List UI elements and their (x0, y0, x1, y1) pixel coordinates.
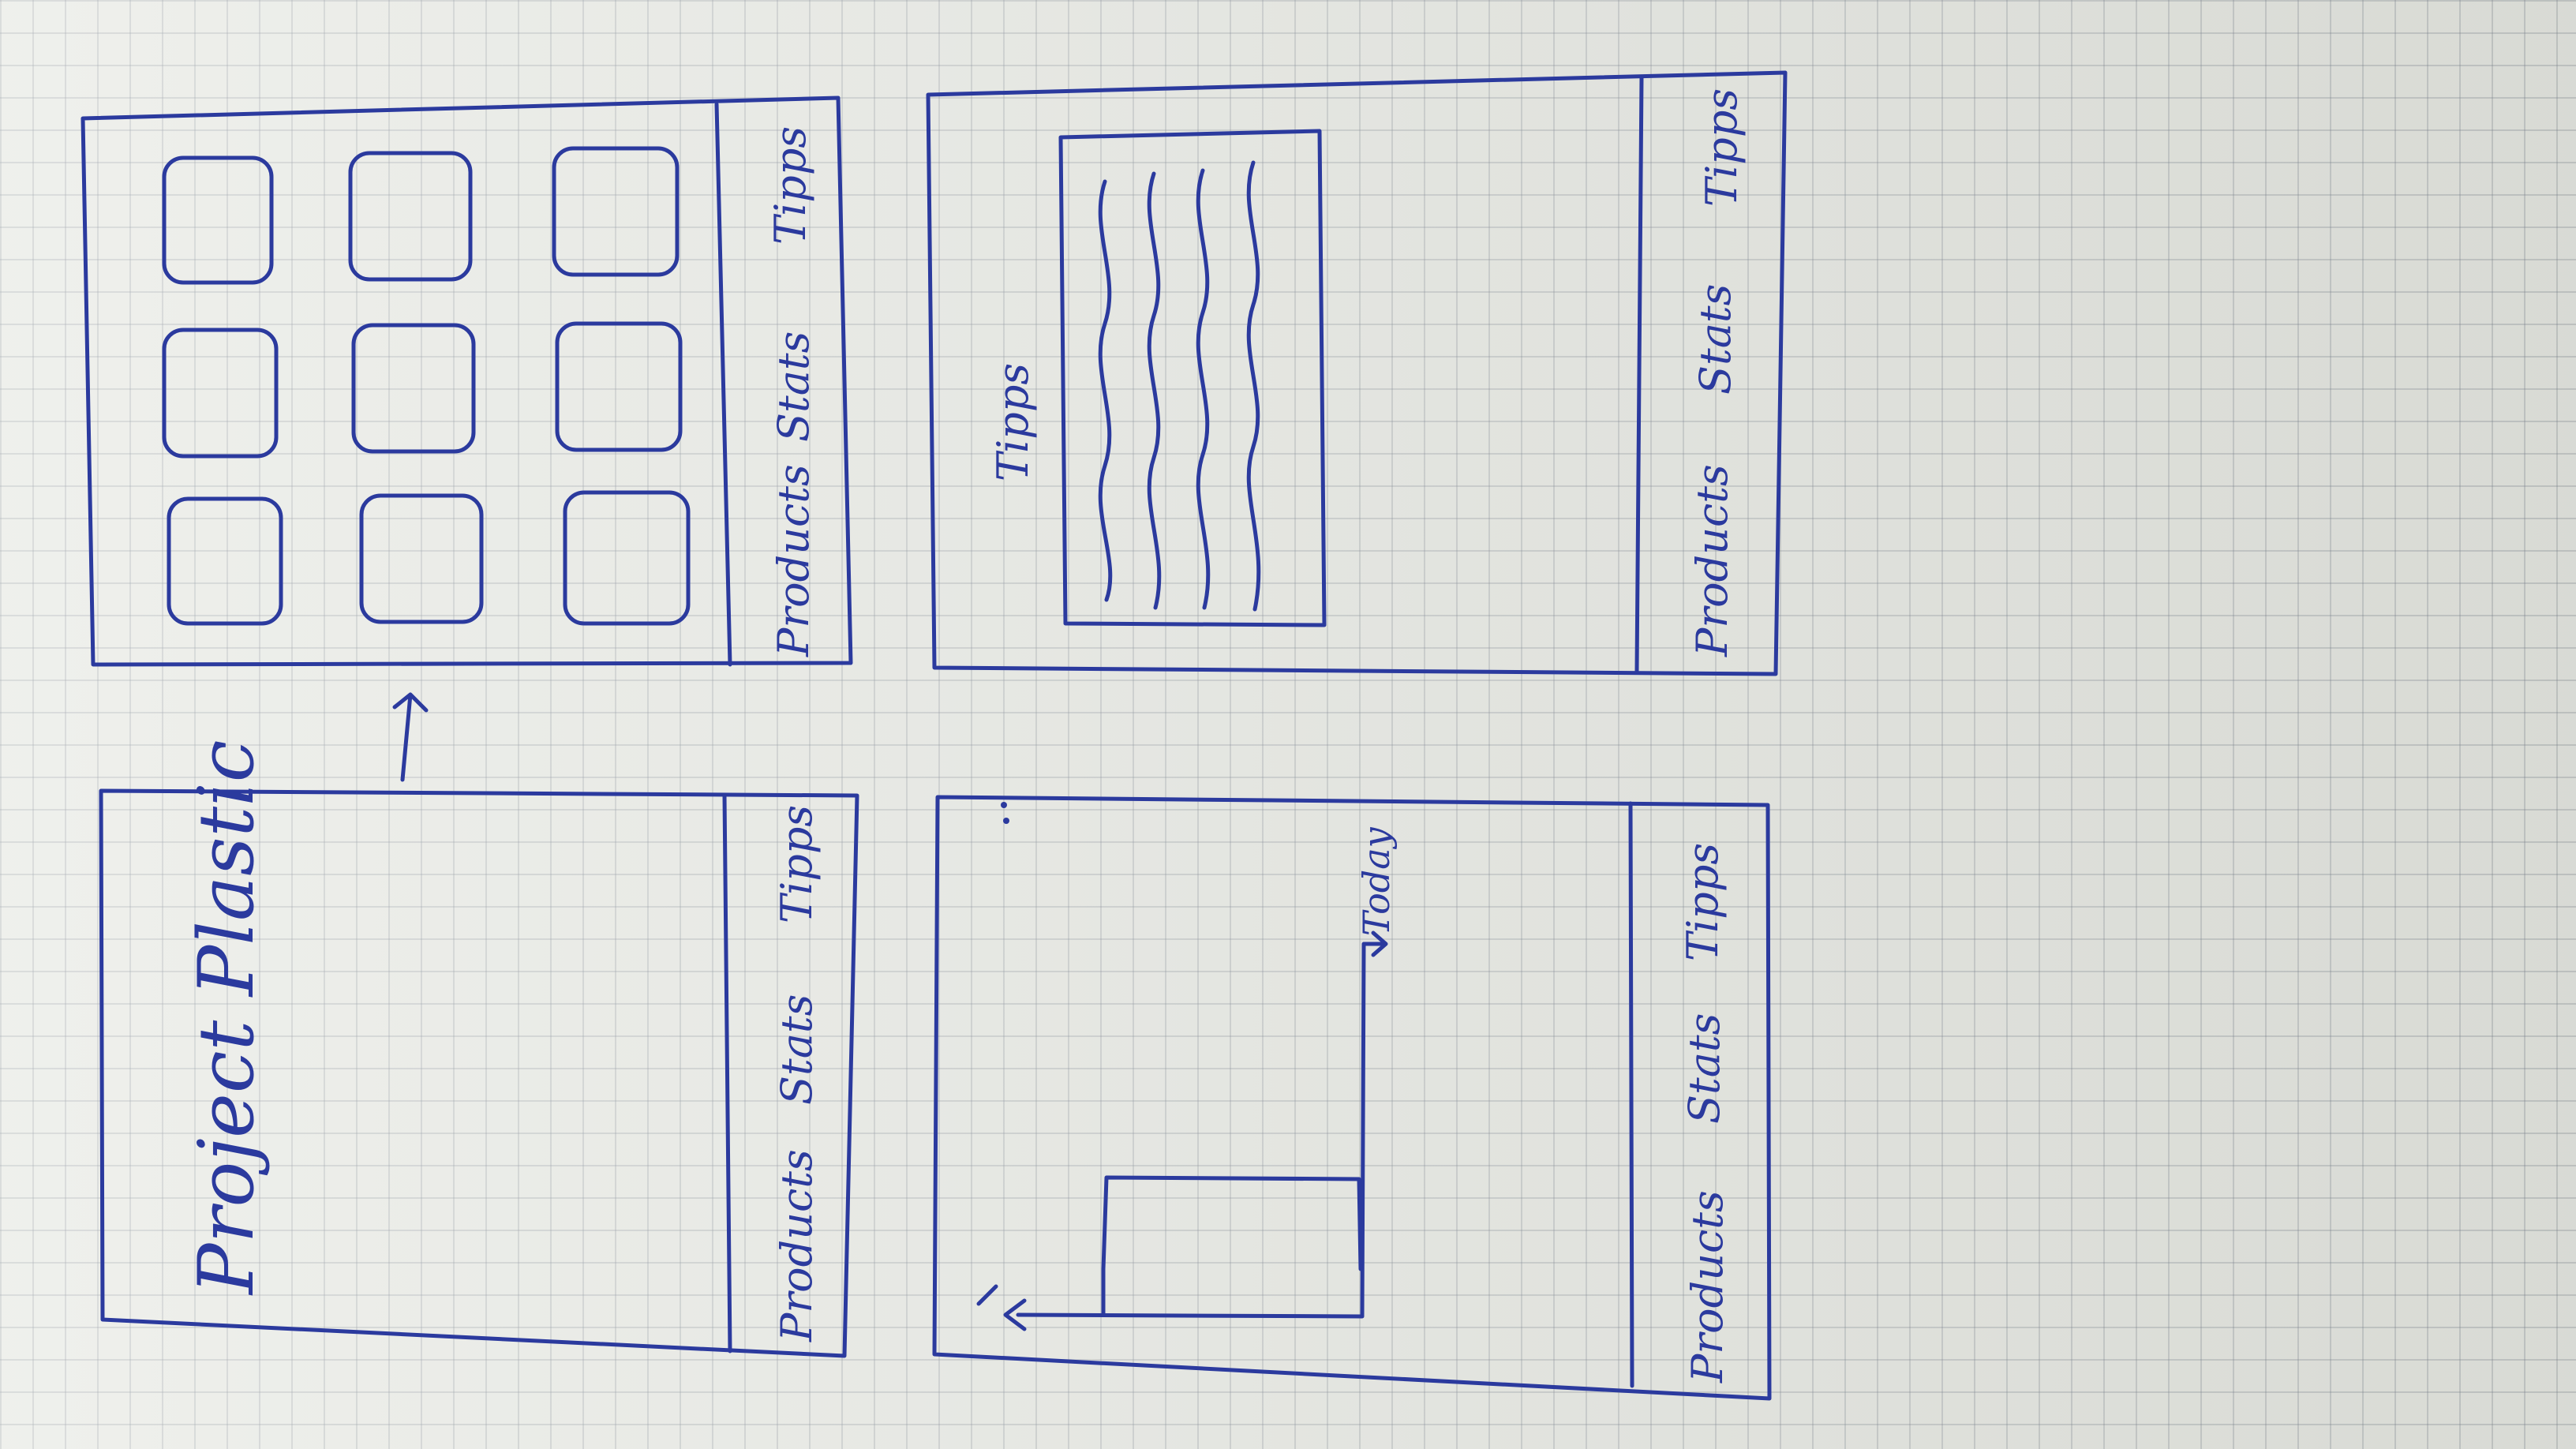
screen-home-nav-divider (722, 793, 732, 1354)
text-line (1147, 171, 1162, 610)
more-icon[interactable] (1001, 802, 1007, 808)
screen-tips: Tipps Products Stats Tipps (926, 70, 1788, 676)
text-line (1196, 168, 1211, 610)
screen-home: Project Plastic Products Stats Tipps (99, 739, 859, 1358)
nav-stats[interactable]: Stats (1679, 1013, 1729, 1124)
product-tile[interactable] (563, 490, 691, 626)
nav-tipps[interactable]: Tipps (772, 805, 822, 923)
screen-stats-nav-divider (1628, 801, 1634, 1388)
tips-card-frame (1058, 129, 1327, 627)
text-line (1098, 179, 1113, 602)
screen-stats-nav: Products Stats Tipps (1678, 843, 1732, 1383)
screen-home-nav: Products Stats Tipps (772, 805, 822, 1342)
nav-products[interactable]: Products (769, 464, 818, 657)
screen-stats-frame (932, 795, 1772, 1401)
nav-stats[interactable]: Stats (769, 331, 818, 442)
axis-arrow-icon (1371, 930, 1388, 957)
product-tile[interactable] (162, 328, 279, 459)
nav-products[interactable]: Products (1687, 464, 1737, 657)
screen-products: Products Stats Tipps (80, 95, 853, 667)
product-tile[interactable] (162, 155, 274, 285)
product-tile[interactable] (348, 151, 473, 282)
nav-tipps[interactable]: Tipps (1678, 843, 1728, 961)
product-tile[interactable] (555, 321, 683, 452)
axis-tick (976, 1284, 998, 1306)
more-icon[interactable] (1003, 818, 1009, 824)
axis-arrow-icon (1003, 1298, 1027, 1331)
screen-home-frame (99, 788, 859, 1358)
nav-stats[interactable]: Stats (772, 994, 822, 1105)
product-grid (162, 146, 691, 626)
screen-products-nav-divider (714, 102, 732, 667)
tips-card (1058, 129, 1327, 627)
screen-stats: Today Products Stats Tipps (932, 795, 1772, 1401)
text-line (1246, 160, 1261, 612)
stats-chart: Today (976, 826, 1398, 1331)
chart-axis-label: Today (1355, 826, 1398, 936)
screen-tips-nav-divider (1634, 75, 1644, 673)
product-tile[interactable] (167, 496, 283, 626)
product-tile[interactable] (359, 493, 484, 624)
nav-tipps[interactable]: Tipps (1697, 88, 1747, 207)
page-title: Project Plastic (182, 739, 271, 1296)
tips-title: Tipps (988, 363, 1038, 481)
screen-tips-nav: Products Stats Tipps (1687, 88, 1747, 657)
nav-products[interactable]: Products (1683, 1190, 1732, 1383)
nav-tipps[interactable]: Tipps (766, 126, 815, 245)
screen-tips-frame (926, 70, 1788, 676)
screen-products-nav: Products Stats Tipps (766, 126, 818, 657)
nav-products[interactable]: Products (772, 1149, 822, 1342)
screen-products-frame (80, 95, 853, 667)
nav-stats[interactable]: Stats (1690, 284, 1740, 395)
chart-axes (1016, 942, 1387, 1319)
flow-arrow-icon (392, 692, 429, 782)
chart-bar (1101, 1175, 1363, 1271)
product-tile[interactable] (552, 146, 680, 277)
product-tile[interactable] (351, 323, 476, 454)
